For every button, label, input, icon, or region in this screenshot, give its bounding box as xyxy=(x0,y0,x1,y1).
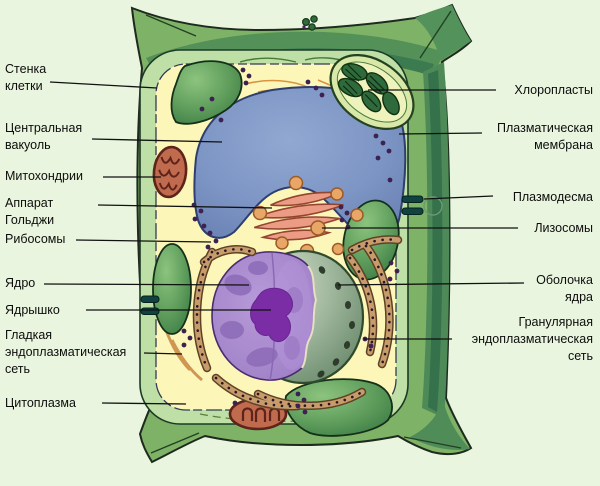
chloroplast-top-left xyxy=(170,60,243,125)
top-pore-icon xyxy=(302,15,318,31)
rough-er xyxy=(192,235,403,411)
ribosome-dots xyxy=(181,67,400,415)
nuclear-pores xyxy=(317,266,356,378)
chloroplast-cluster xyxy=(329,54,415,130)
nucleus xyxy=(211,249,365,385)
mitochondrion-left xyxy=(152,145,188,199)
chloroplast-left xyxy=(152,243,192,335)
vesicles xyxy=(252,175,364,259)
label-lines xyxy=(43,81,525,405)
nucleolus xyxy=(250,287,294,343)
plasmodesma-right xyxy=(401,195,443,216)
